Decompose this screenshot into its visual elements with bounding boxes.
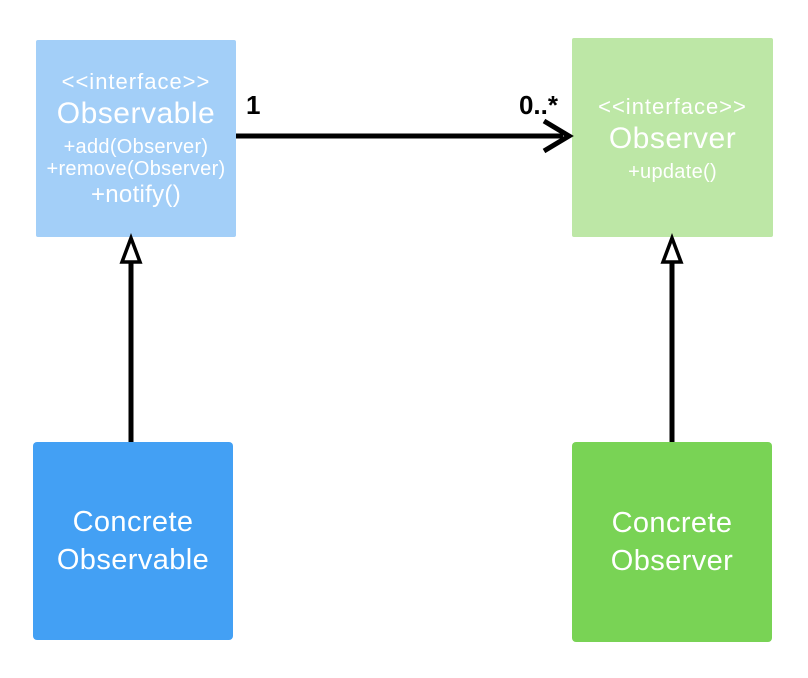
- realization-arrow-left: [119, 233, 143, 442]
- class-name-line: Concrete: [611, 507, 733, 539]
- open-arrowhead-icon: [542, 118, 574, 154]
- class-name-line: Observer: [610, 545, 734, 577]
- class-box-concrete-observable: Concrete Observable: [33, 442, 233, 640]
- class-name-line: Concrete: [72, 506, 194, 538]
- method-remove: +remove(Observer): [46, 157, 226, 180]
- stereotype-label: <<interface>>: [61, 68, 211, 94]
- stereotype-label: <<interface>>: [598, 93, 747, 119]
- method-update: +update(): [628, 160, 717, 183]
- hollow-triangle-arrowhead-icon: [119, 233, 143, 264]
- association-arrow: [236, 118, 574, 154]
- class-name-observer: Observer: [608, 121, 737, 155]
- multiplicity-source-label: 1: [246, 90, 261, 120]
- class-box-observable-interface: <<interface>> Observable +add(Observer) …: [36, 40, 236, 237]
- class-box-concrete-observer: Concrete Observer: [572, 442, 772, 642]
- hollow-triangle-arrowhead-icon: [660, 233, 684, 264]
- realization-arrow-right: [660, 233, 684, 442]
- class-name-observable: Observable: [56, 96, 216, 130]
- method-add: +add(Observer): [63, 135, 209, 158]
- multiplicity-target-label: 0..*: [518, 90, 558, 120]
- method-notify: +notify(): [90, 180, 182, 208]
- class-name-line: Observable: [56, 544, 210, 576]
- class-box-observer-interface: <<interface>> Observer +update(): [572, 38, 773, 237]
